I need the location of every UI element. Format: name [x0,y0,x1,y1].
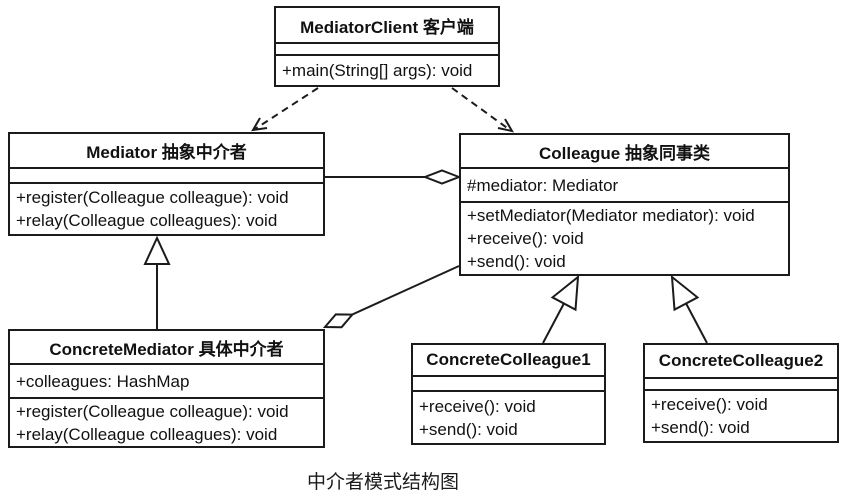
method: +receive(): void [419,396,536,416]
method: +main(String[] args): void [282,61,473,80]
class-concrete-mediator: ConcreteMediator 具体中介者 +colleagues: Hash… [8,329,325,448]
method: +send(): void [467,252,566,271]
class-concrete-colleague2: ConcreteColleague2 +receive(): void +sen… [643,343,839,443]
class-methods: +receive(): void +send(): void [645,389,837,441]
class-methods: +main(String[] args): void [276,54,498,85]
method: +send(): void [651,418,750,437]
dependency-client-to-colleague-arrow [451,87,515,133]
aggregation-concretemediator-colleague [322,265,460,329]
diagram-caption: 中介者模式结构图 [306,472,459,493]
aggregation-mediator-colleague [325,169,462,185]
method: +register(Colleague colleague): void [16,401,289,421]
class-methods: +setMediator(Mediator mediator): void +r… [461,201,788,274]
class-attributes-empty [10,167,323,182]
class-attributes-empty [413,375,604,390]
method: +receive(): void [467,229,584,248]
class-attributes-empty [276,42,498,54]
class-attributes: +colleagues: HashMap [10,363,323,397]
class-title: MediatorClient 客户端 [300,17,474,37]
generalization-concretemediator-mediator [143,235,171,329]
class-mediator-client: MediatorClient 客户端 +main(String[] args):… [274,6,500,87]
attribute: #mediator: Mediator [467,175,619,195]
class-title: ConcreteMediator 具体中介者 [49,339,284,359]
class-title: Mediator 抽象中介者 [86,143,247,162]
class-concrete-colleague1: ConcreteColleague1 +receive(): void +sen… [411,343,606,445]
class-attributes-empty [645,377,837,389]
dependency-client-to-mediator-arrow [251,87,319,132]
class-attributes: #mediator: Mediator [461,167,788,201]
class-title: ConcreteColleague1 [426,350,591,369]
method: +send(): void [419,419,518,439]
method: +relay(Colleague colleagues): void [16,211,278,230]
attribute: +colleagues: HashMap [16,371,190,391]
method: +receive(): void [651,395,768,414]
class-methods: +register(Colleague colleague): void +re… [10,397,323,446]
class-title: Colleague 抽象同事类 [539,143,710,163]
generalization-concretecolleague1-colleague [542,274,580,344]
class-mediator: Mediator 抽象中介者 +register(Colleague colle… [8,132,325,236]
method: +setMediator(Mediator mediator): void [467,206,755,225]
method: +relay(Colleague colleagues): void [16,424,278,444]
class-colleague: Colleague 抽象同事类 #mediator: Mediator +set… [459,133,790,276]
class-methods: +receive(): void +send(): void [413,390,604,443]
class-title: ConcreteColleague2 [658,351,824,370]
generalization-concretecolleague2-colleague [670,274,708,344]
class-methods: +register(Colleague colleague): void +re… [10,182,323,234]
method: +register(Colleague colleague): void [16,188,289,207]
